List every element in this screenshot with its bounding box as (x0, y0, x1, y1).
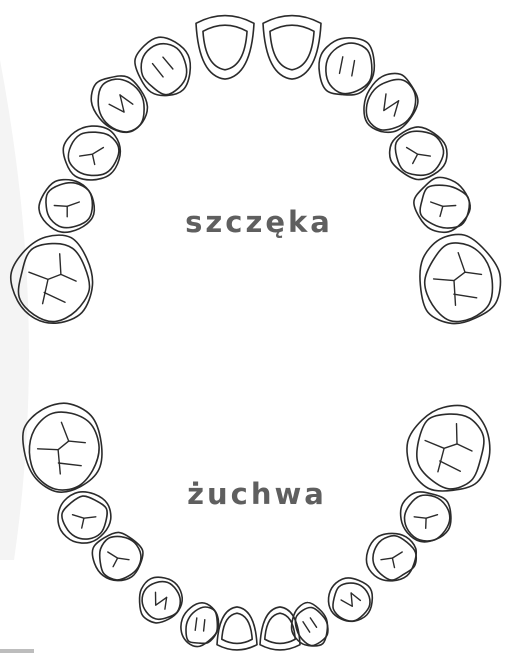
lower-tooth-left-5 (181, 603, 219, 647)
lower-tooth-right-3 (367, 533, 417, 580)
lower-tooth-right-4 (329, 578, 373, 621)
upper-tooth-left-2 (39, 180, 94, 233)
bottom-divider (0, 649, 34, 653)
upper-tooth-left-5 (135, 37, 190, 95)
lower-tooth-left-2 (58, 492, 111, 543)
upper-incisor-right (263, 16, 321, 80)
upper-tooth-left-4 (91, 76, 147, 132)
upper-tooth-left-3 (63, 126, 120, 180)
lower-tooth-left-3 (92, 532, 143, 580)
upper-tooth-right-5 (319, 38, 374, 95)
upper-tooth-right-3 (390, 127, 447, 180)
upper-tooth-left-1 (11, 235, 93, 323)
lower-incisor-left (217, 607, 257, 650)
upper-tooth-right-1 (420, 234, 501, 323)
upper-jaw-label: szczęka (159, 205, 359, 239)
upper-tooth-right-4 (364, 73, 418, 132)
lower-jaw-label: żuchwa (157, 477, 357, 511)
upper-incisor-left (196, 16, 254, 80)
upper-tooth-right-2 (414, 177, 470, 232)
lower-tooth-right-1 (407, 406, 490, 492)
lower-tooth-right-2 (401, 492, 451, 542)
lower-tooth-left-4 (140, 577, 183, 623)
lower-tooth-left-1 (23, 403, 102, 492)
